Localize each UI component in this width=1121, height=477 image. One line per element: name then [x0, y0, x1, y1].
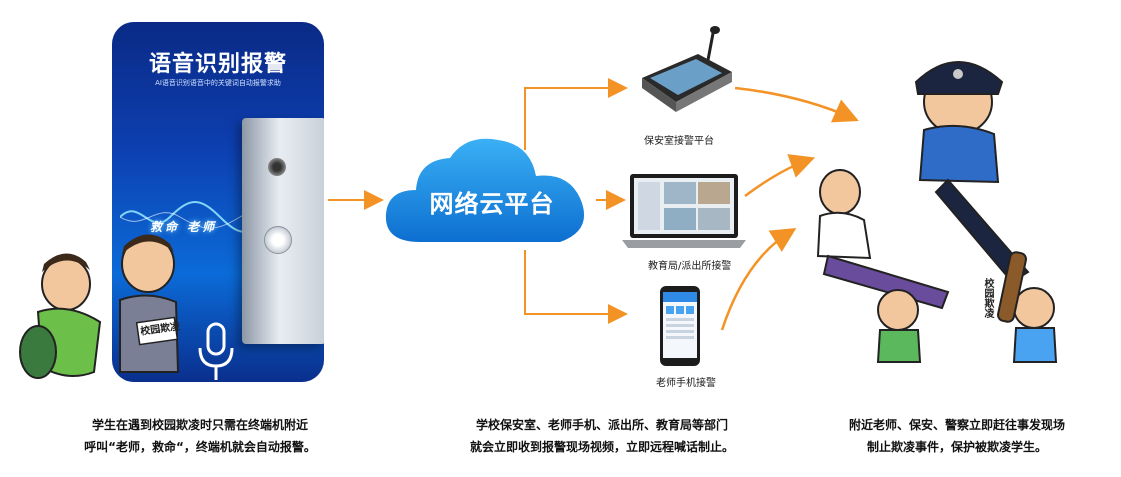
camera-lens-icon [268, 158, 286, 176]
monitor-icon [622, 174, 746, 248]
alarm-button-icon [264, 226, 292, 254]
responders-illustration [816, 61, 1058, 363]
caption-middle-line-2: 就会立即收到报警现场视频，立即远程喊话制止。 [469, 440, 734, 454]
caption-left: 学生在遇到校园欺凌时只需在终端机附近 呼叫“老师，救命“，终端机就会自动报警。 [40, 414, 360, 458]
endpoint-label-teacher-phone: 老师手机接警 [656, 378, 716, 389]
caption-left-line-1: 学生在遇到校园欺凌时只需在终端机附近 [91, 418, 308, 432]
arrow-console-to-scene [734, 86, 859, 123]
security-console-icon [642, 26, 732, 112]
arrow-cloud-to-console [524, 78, 628, 150]
bullying-students-illustration [19, 234, 180, 379]
caption-middle-line-1: 学校保安室、老师手机、派出所、教育局等部门 [475, 418, 728, 432]
panel-title: 语音识别报警 [148, 52, 287, 77]
cloud-icon [385, 138, 585, 242]
arrow-cloud-to-phone [524, 250, 628, 324]
endpoint-label-edu-police: 教育局/派出所接警 [648, 261, 732, 272]
caption-right: 附近老师、保安、警察立即赶往事发现场 制止欺凌事件，保护被欺凌学生。 [812, 414, 1102, 458]
alarm-terminal-device [242, 118, 324, 344]
endpoint-label-security-room: 保安室接警平台 [644, 136, 714, 147]
panel-glow-text: 救命 老师 [150, 220, 218, 234]
mobile-phone-icon [660, 286, 700, 366]
microphone-icon [198, 322, 234, 380]
arrow-phone-to-scene [720, 228, 797, 331]
caption-left-line-2: 呼叫“老师，救命“，终端机就会自动报警。 [84, 440, 316, 454]
panel-subtitle: AI语音识别语音中的关键词自动报警求助 [155, 79, 281, 87]
cloud-platform-label: 网络云平台 [429, 190, 555, 218]
voice-alarm-panel: 语音识别报警 AI语音识别语音中的关键词自动报警求助 救命 老师 [112, 22, 324, 382]
caption-middle: 学校保安室、老师手机、派出所、教育局等部门 就会立即收到报警现场视频，立即远程喊… [432, 414, 772, 458]
scene-sign-label: 校园欺凌 [982, 278, 993, 318]
arrow-desktop-to-scene [744, 154, 816, 198]
caption-right-line-1: 附近老师、保安、警察立即赶往事发现场 [848, 418, 1065, 432]
caption-right-line-2: 制止欺凌事件，保护被欺凌学生。 [866, 440, 1047, 454]
